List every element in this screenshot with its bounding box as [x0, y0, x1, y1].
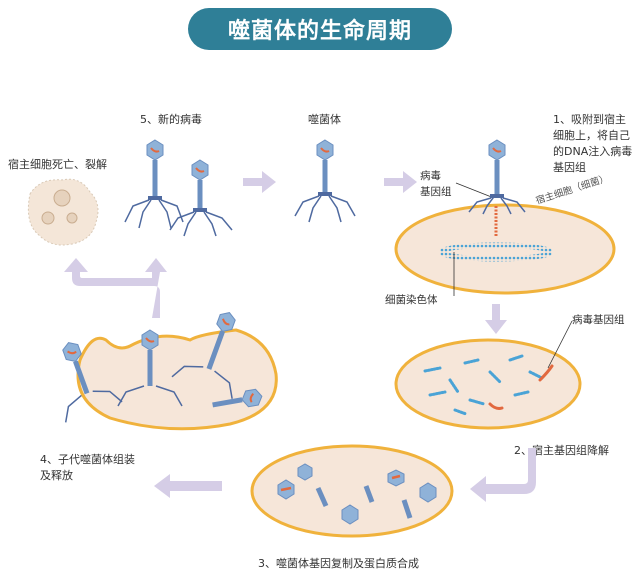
label-step5: 5、新的病毒: [140, 113, 202, 126]
label-viral-genome-2: 病毒基因组: [572, 314, 625, 326]
bacterial-chromosome-dna: [439, 242, 553, 262]
label-step4: 4、子代噬菌体组装 及释放: [40, 452, 135, 484]
label-step2: 2、宿主基因组降解: [514, 444, 609, 457]
arrow-phage-to-step1: [384, 171, 417, 193]
phage-group-new-virus: [124, 139, 233, 237]
phage: [124, 139, 184, 229]
arrow-new-virus-to-phage: [243, 171, 276, 193]
diagram-title: 噬菌体的生命周期: [188, 8, 452, 50]
arrow-step3-to-step4: [154, 474, 222, 498]
flow-arrows: [64, 171, 536, 502]
host-cell-curved-label: 宿主细胞（细菌）: [534, 172, 610, 207]
step1-host-cell: 宿主细胞（细菌）: [394, 172, 616, 296]
step3-host-cell: [250, 444, 454, 538]
phage-group-bursting: [62, 312, 263, 423]
label-step1: 1、吸附到宿主 细胞上，将自己 的DNA注入病毒 基因组: [553, 112, 632, 176]
label-step1-line3: 的DNA注入病毒: [553, 145, 633, 158]
step2-host-cell: [394, 320, 582, 430]
label-step1-line4: 基因组: [553, 161, 586, 174]
label-step3: 3、噬菌体基因复制及蛋白质合成: [258, 557, 419, 570]
arrow-step1-to-step2: [485, 304, 507, 334]
label-host-death-lysis: 宿主细胞死亡、裂解: [8, 158, 107, 171]
step4-host-cell: [76, 328, 278, 431]
label-step1-line2: 细胞上，将自己: [553, 129, 630, 142]
label-step4-line1: 4、子代噬菌体组装: [40, 453, 135, 466]
label-step4-line2: 及释放: [40, 469, 73, 482]
arrow-step4-branch: [64, 258, 167, 318]
phage: [169, 159, 233, 237]
phage-standalone: [294, 139, 356, 223]
label-viral-genome-top-line2: 基因组: [420, 186, 452, 198]
arrow-step2-to-step3: [470, 448, 536, 502]
label-bacterial-chromosome: 细菌染色体: [385, 294, 438, 306]
label-viral-genome-top-line1: 病毒: [420, 170, 441, 182]
label-step1-line1: 1、吸附到宿主: [553, 113, 626, 126]
label-phage: 噬菌体: [308, 113, 341, 126]
lysed-host-cell: [27, 178, 99, 246]
phage-attached: [468, 139, 526, 215]
label-viral-genome-top: 病毒 基因组: [420, 168, 452, 200]
